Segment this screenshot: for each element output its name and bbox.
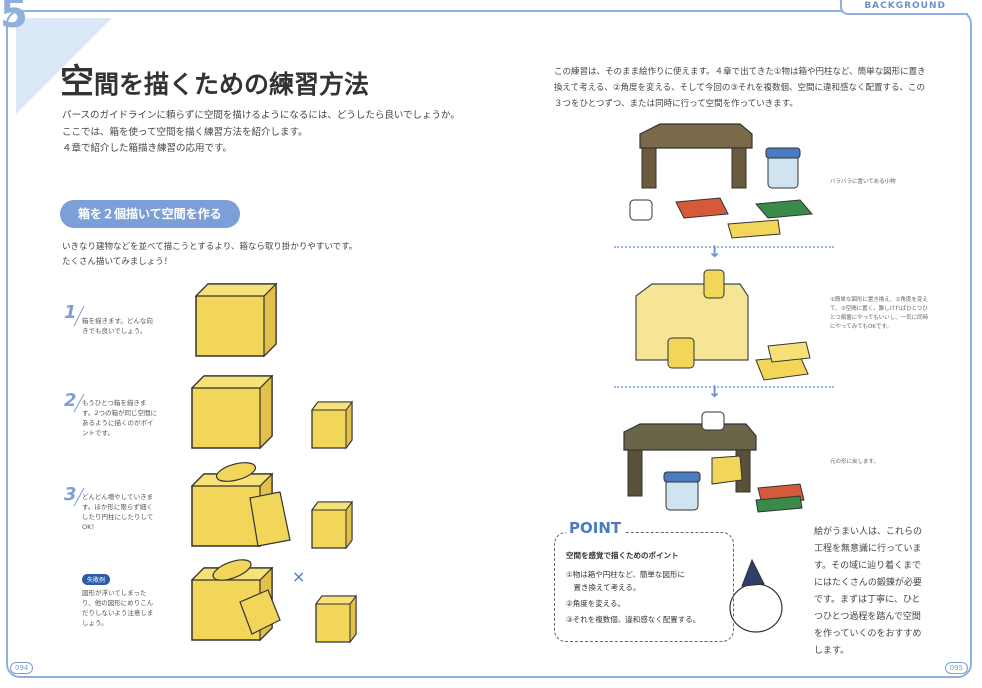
section-text-line: たくさん描いてみましょう！ <box>62 257 173 267</box>
intro-line: ここでは、箱を使って空間を描く練習方法を紹介します。 <box>62 126 308 138</box>
arrow-down-2: ↓ <box>708 382 722 401</box>
section-label: BACKGROUND <box>840 0 968 15</box>
slab-step3 <box>249 491 291 547</box>
chapter-number: 5 <box>0 0 28 37</box>
step-3-number: 3 <box>64 484 77 505</box>
right-intro: この練習は、そのまま絵作りに使えます。４章で出てきた①物は箱や円柱など、簡単な図… <box>554 67 926 109</box>
intro-line: パースのガイドラインに頼らずに空間を描けるようになるには、どうしたら良いでしょう… <box>62 110 460 121</box>
section-heading: 箱を２個描いて空間を作る <box>60 200 240 228</box>
slab-fail <box>239 589 281 635</box>
page-number-left: 094 <box>10 662 34 674</box>
fail-text: 図形が浮いてしまったり、他の図形にめりこんだりしないよう注意しましょう。 <box>82 589 154 627</box>
point-subtitle: 空間を感覚で描くためのポイント <box>566 551 679 560</box>
title-rest: 間を描くための練習方法 <box>94 70 370 99</box>
step-1-text: 箱を描きます。どんな向きでも良いでしょう。 <box>82 317 153 335</box>
intro-line: ４章で紹介した箱描き練習の応用です。 <box>62 143 233 154</box>
note-3: 元の形に戻します。 <box>830 459 879 465</box>
page-frame <box>6 10 972 678</box>
page-title: 空間を描くための練習方法 <box>60 54 369 103</box>
step-2-number: 2 <box>64 390 77 411</box>
intro-text: パースのガイドラインに頼らずに空間を描けるようになるには、どうしたら良いでしょう… <box>62 108 460 158</box>
point-item: ②角度を変える。 <box>566 599 625 608</box>
point-item: ③それを複数個、違和感なく配置する。 <box>566 615 701 624</box>
closing-paragraph: 絵がうまい人は、これらの工程を無意識に行っています。その域に辿り着くまでにはたく… <box>814 527 923 656</box>
cross-mark: × <box>292 567 305 586</box>
section-text: いきなり建物などを並べて描こうとするより、箱なら取り掛かりやすいです。 たくさん… <box>62 240 357 270</box>
point-item: 置き換えて考える。 <box>566 583 641 592</box>
divider-2 <box>614 386 834 388</box>
cylinder-fail <box>212 559 252 581</box>
step-2-text: もうひとつ箱を描きます。2つの箱が同じ空間にあるように描くのがポイントです。 <box>82 399 157 437</box>
corner-decoration <box>16 18 112 114</box>
step-3-text: どんどん増やしていきます。ほか形に限らず細くしたり円柱にしたりしてOK！ <box>82 493 154 531</box>
divider-1 <box>614 246 834 248</box>
point-box <box>554 532 734 642</box>
step-1-number: 1 <box>64 302 77 323</box>
title-first-char: 空 <box>60 62 94 102</box>
point-title: POINT <box>566 519 625 537</box>
section-text-line: いきなり建物などを並べて描こうとするより、箱なら取り掛かりやすいです。 <box>62 242 358 252</box>
arrow-down-1: ↓ <box>708 242 722 261</box>
fail-badge: 失敗例 <box>82 574 111 585</box>
page-number-right: 095 <box>944 662 968 674</box>
point-item: ①物は箱や円柱など、簡単な図形に <box>566 570 685 579</box>
cylinder-step3 <box>215 462 257 482</box>
note-2: ①簡単な図形に置き換え、②角度を変えて、③空間に置く。難しければひとつひとつ順番… <box>830 297 929 330</box>
note-1: バラバラに置いてある小物 <box>830 179 896 185</box>
